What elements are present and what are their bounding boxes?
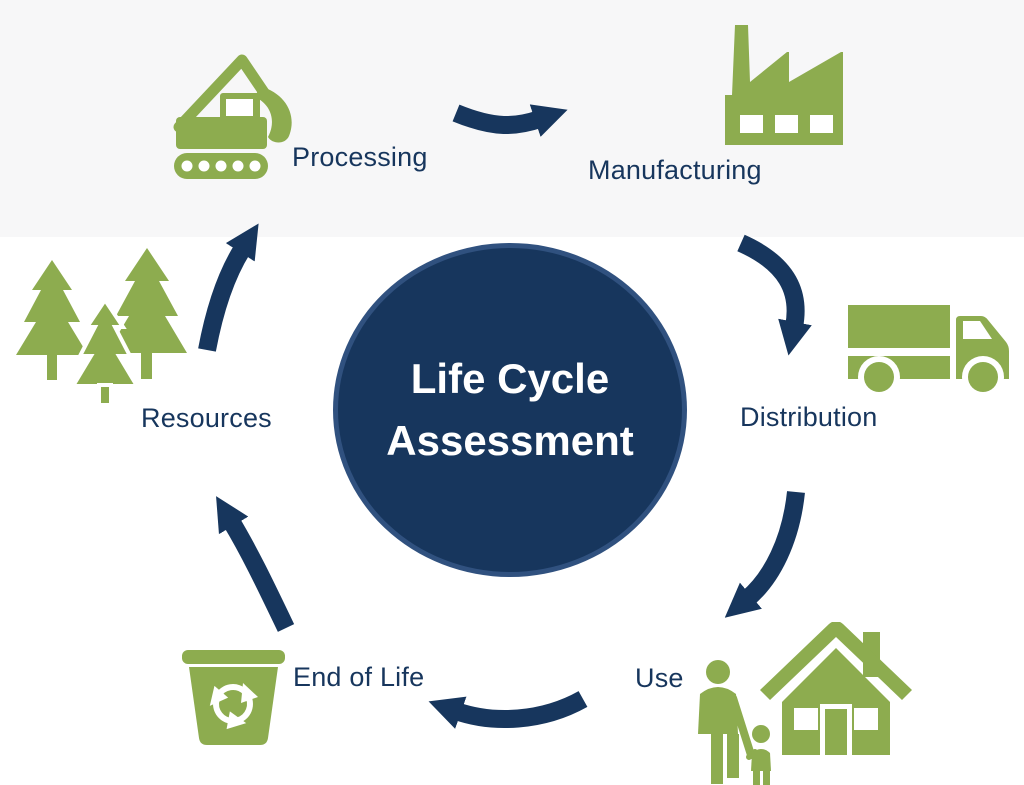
diagram-title-line1: Life Cycle [410, 355, 610, 402]
arrow-end-of-life-to-resources [216, 496, 295, 632]
house-icon [760, 622, 912, 755]
stage-label-manufacturing: Manufacturing [588, 155, 762, 185]
arrow-distribution-to-use [724, 490, 805, 618]
stage-label-use: Use [635, 663, 684, 693]
arrow-manufacturing-to-distribution [737, 234, 812, 356]
stage-label-distribution: Distribution [740, 402, 878, 432]
stage-label-resources: Resources [141, 403, 272, 433]
stage-label-end-of-life: End of Life [293, 662, 425, 692]
arrow-use-to-end-of-life [428, 691, 588, 729]
truck-icon [848, 305, 1009, 393]
diagram-title-line2: Assessment [386, 417, 634, 464]
arrow-resources-to-processing [198, 223, 259, 352]
family-icon [698, 660, 771, 785]
recycling-bin-icon [182, 650, 285, 745]
center-circle: Life Cycle Assessment [333, 243, 687, 577]
stage-label-processing: Processing [292, 142, 428, 172]
excavator-icon [173, 54, 292, 179]
recycle-arrows-glyph [209, 683, 258, 730]
factory-icon [725, 25, 843, 145]
background-band [0, 0, 1024, 237]
pine-trees-icon [16, 248, 187, 405]
